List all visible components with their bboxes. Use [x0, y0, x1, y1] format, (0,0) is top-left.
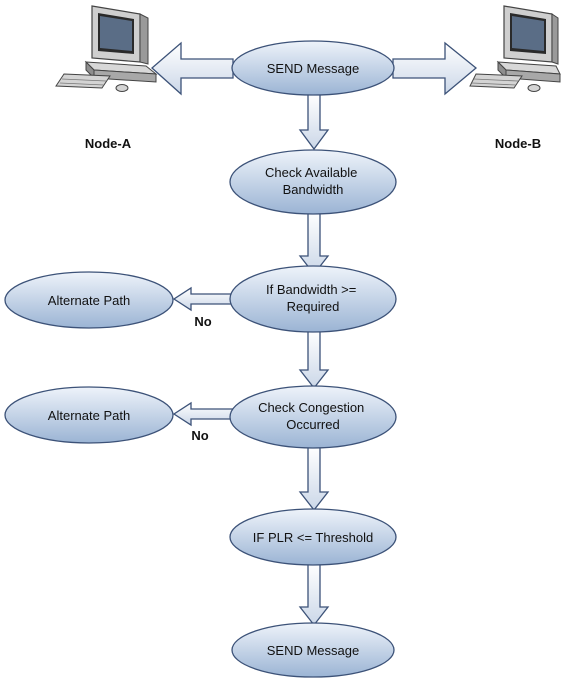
arrow-to-node-b	[392, 41, 478, 96]
check-bandwidth-node	[229, 149, 397, 215]
connector-arrows	[151, 41, 478, 627]
computer-icon	[55, 5, 158, 92]
arrow-to-alt-2	[172, 401, 234, 427]
if-plr-node	[229, 508, 397, 566]
arrow-down-3	[298, 330, 330, 390]
node-b-label: Node-B	[495, 136, 541, 151]
check-bandwidth-label: Check Available Bandwidth	[265, 165, 361, 197]
if-bandwidth-node	[229, 265, 397, 333]
alternate-path-2-label: Alternate Path	[48, 408, 130, 423]
flow-nodes	[4, 40, 397, 678]
check-congestion-node	[229, 385, 397, 449]
if-plr-label: IF PLR <= Threshold	[253, 530, 373, 545]
node-a-label: Node-A	[85, 136, 132, 151]
alternate-path-2-node	[4, 386, 174, 444]
check-congestion-label: Check Congestion Occurred	[258, 400, 368, 432]
arrow-down-1	[298, 93, 330, 151]
arrow-down-2	[298, 211, 330, 276]
no-label-1: No	[194, 314, 211, 329]
alternate-path-1-label: Alternate Path	[48, 293, 130, 308]
alternate-path-1-node	[4, 271, 174, 329]
send-message-bottom-label: SEND Message	[267, 643, 359, 658]
no-label-2: No	[191, 428, 208, 443]
arrow-down-4	[298, 446, 330, 512]
if-bandwidth-label: If Bandwidth >= Required	[266, 282, 360, 314]
send-message-top-label: SEND Message	[267, 61, 359, 76]
arrow-to-alt-1	[172, 286, 232, 312]
send-message-top-node	[231, 40, 395, 96]
arrow-down-5	[298, 563, 330, 627]
arrow-to-node-a	[151, 41, 234, 96]
send-message-bottom-node	[231, 622, 395, 678]
computer-icon	[469, 5, 561, 92]
